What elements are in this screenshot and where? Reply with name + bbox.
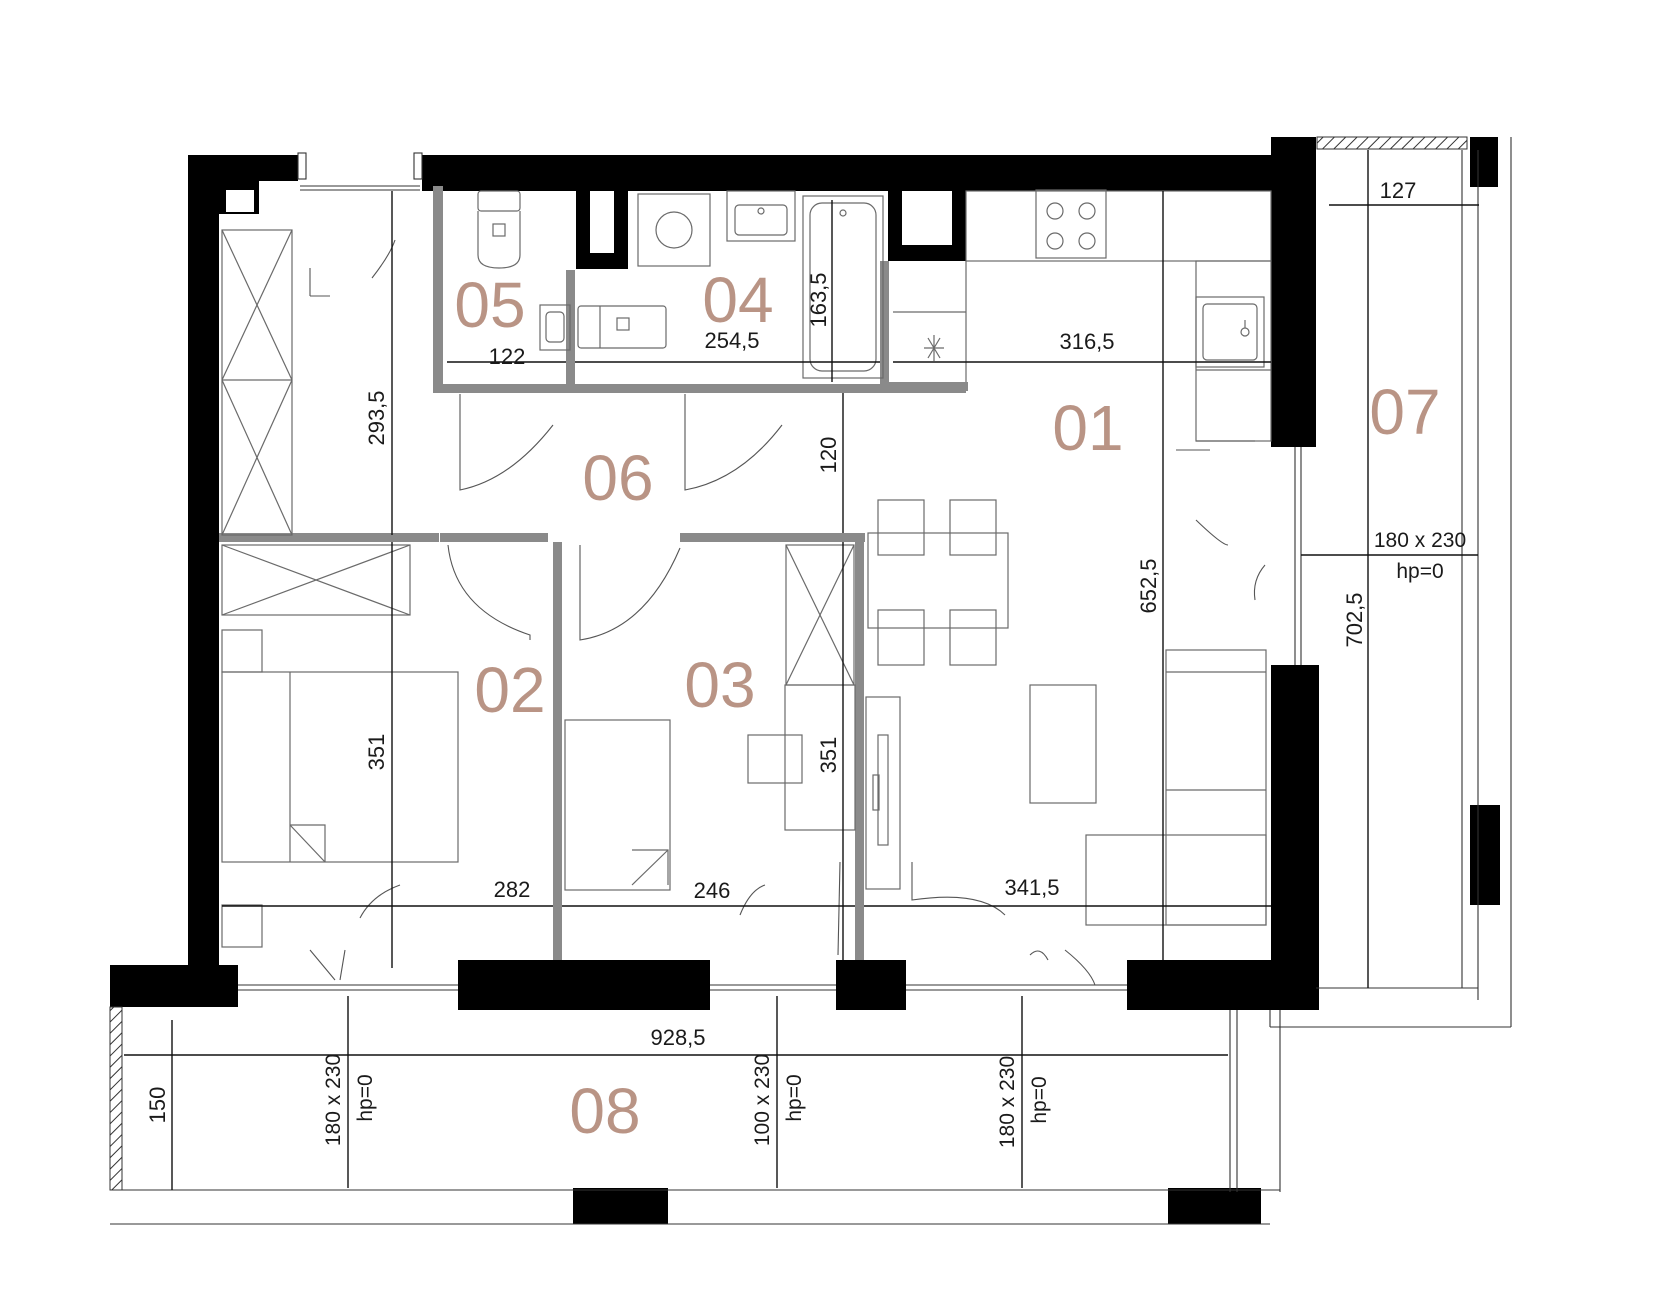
room-label-03: 03	[684, 649, 755, 721]
room-label-04: 04	[702, 264, 773, 336]
dim-293-5: 293,5	[364, 390, 389, 445]
opening-4-hp: hp=0	[1028, 1076, 1051, 1123]
dining-table-icon	[867, 499, 1009, 666]
partitions	[219, 186, 968, 960]
desk-icon	[747, 684, 856, 831]
opening-4-size: 180 x 230	[996, 1056, 1019, 1148]
dim-122: 122	[489, 344, 526, 369]
dim-246: 246	[694, 878, 731, 903]
opening-3-size: 100 x 230	[751, 1054, 774, 1146]
dim-150: 150	[145, 1087, 170, 1124]
bathtub-icon	[802, 195, 884, 379]
dim-928-5: 928,5	[650, 1025, 705, 1050]
dim-120: 120	[816, 437, 841, 474]
sofa-icon	[1085, 649, 1267, 926]
balcony-08-outline	[109, 1006, 1281, 1225]
coffee-table-icon	[1029, 684, 1097, 804]
terrace-07-outline	[1269, 136, 1512, 1028]
dimension-texts: 127 163,5 122 254,5 316,5 293,5 120 652,…	[145, 178, 1416, 1123]
dim-351-b: 351	[816, 737, 841, 774]
extractor-fan-icon	[924, 335, 944, 361]
room-label-08: 08	[569, 1075, 640, 1147]
cooktop-icon	[1035, 189, 1107, 259]
room-label-07: 07	[1369, 376, 1440, 448]
dim-282: 282	[494, 877, 531, 902]
dim-351-a: 351	[364, 734, 389, 771]
dim-702-5: 702,5	[1342, 592, 1367, 647]
door-swing-icon	[309, 239, 1266, 986]
room-label-05: 05	[454, 269, 525, 341]
dimension-lines	[124, 150, 1479, 1190]
room-label-06: 06	[582, 442, 653, 514]
kitchen-counter	[893, 190, 1272, 442]
dim-127: 127	[1380, 178, 1417, 203]
outer-walls	[110, 137, 1500, 1224]
dim-316-5: 316,5	[1059, 329, 1114, 354]
windows	[238, 152, 1302, 991]
dim-254-5: 254,5	[704, 328, 759, 353]
dim-652-5: 652,5	[1136, 558, 1161, 613]
opening-2-hp: hp=0	[354, 1074, 377, 1121]
kitchen-sink-icon	[1195, 296, 1265, 368]
washbasin-icon	[539, 190, 796, 351]
opening-notes: 180 x 230 hp=0 180 x 230 hp=0 100 x 230 …	[322, 529, 1466, 1148]
washing-machine-icon	[637, 193, 711, 267]
inner-wall-holes	[226, 190, 952, 253]
room-labels: 01 02 03 04 05 06 07 08	[454, 264, 1440, 1147]
tv-icon	[865, 696, 901, 890]
room-label-01: 01	[1052, 392, 1123, 464]
opening-1-size: 180 x 230	[1374, 529, 1466, 552]
bed-icon	[221, 629, 671, 948]
opening-1-hp: hp=0	[1396, 560, 1443, 583]
opening-3-hp: hp=0	[783, 1074, 806, 1121]
toilet-icon	[477, 190, 667, 349]
opening-2-size: 180 x 230	[322, 1054, 345, 1146]
room-label-02: 02	[474, 654, 545, 726]
dim-341-5: 341,5	[1004, 875, 1059, 900]
dim-163-5: 163,5	[806, 272, 831, 327]
wardrobe-icon	[221, 229, 855, 686]
